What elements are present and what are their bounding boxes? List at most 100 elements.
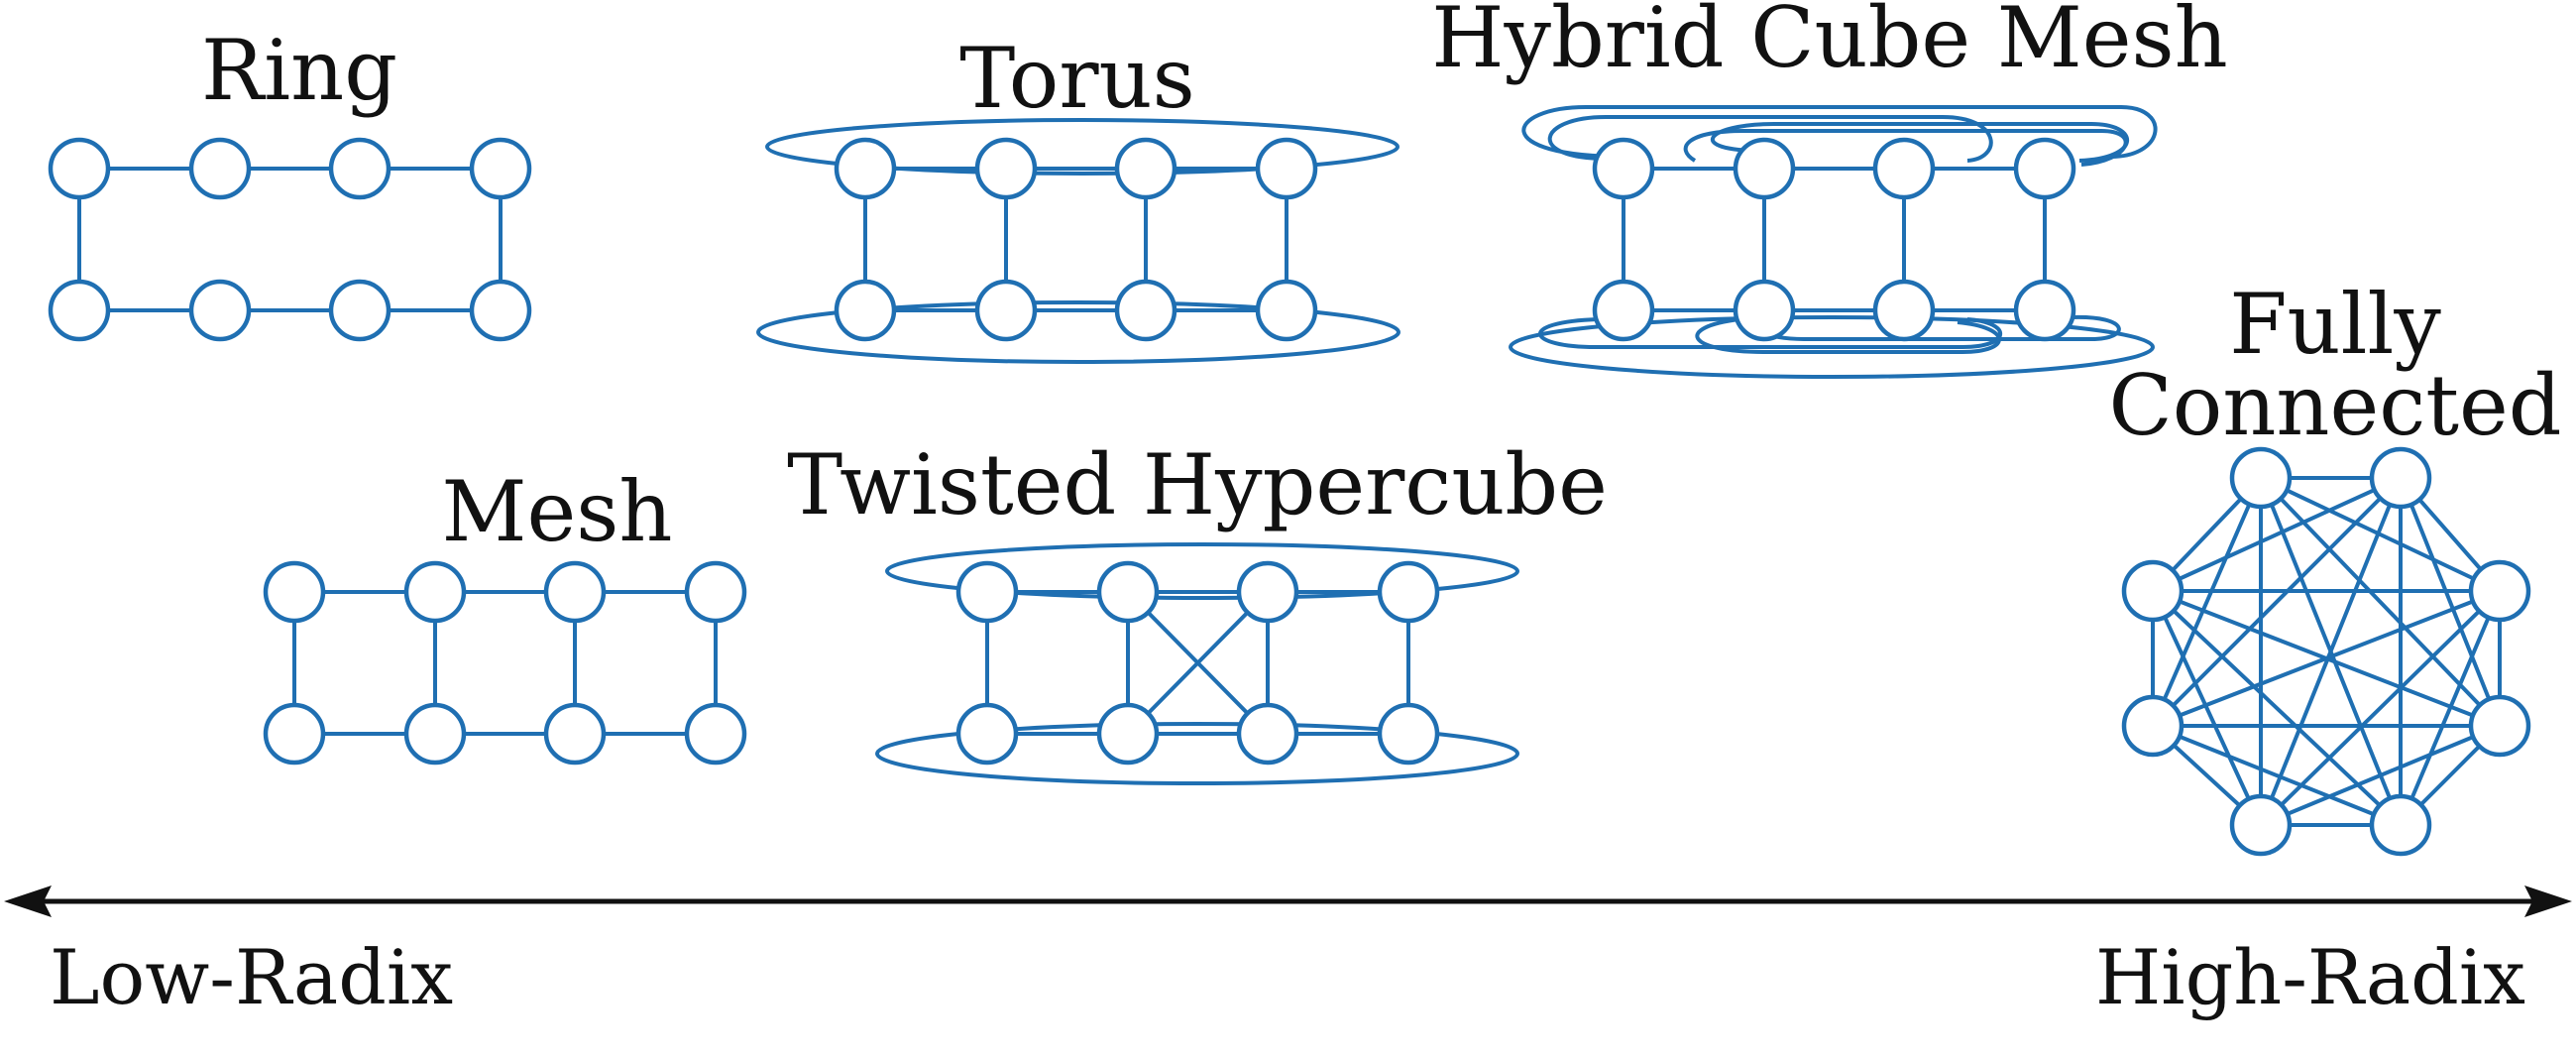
mesh-node — [543, 702, 607, 766]
axis-arrow-right — [2524, 885, 2572, 917]
hybrid-loop-top-a — [1547, 115, 1993, 163]
mesh-node — [403, 560, 467, 624]
torus-node — [1255, 137, 1318, 200]
fully-connected-edge — [2151, 477, 2263, 727]
mesh-nodes — [263, 560, 747, 766]
ring-node — [48, 137, 111, 200]
ring-node — [469, 279, 532, 342]
mesh-node — [403, 702, 467, 766]
fully-connected-topology: Fully Connected — [2108, 276, 2562, 857]
fully-connected-edge — [2152, 724, 2402, 827]
twisted-node — [1096, 702, 1160, 766]
axis-label-high: High-Radix — [2095, 933, 2525, 1021]
torus-node — [1255, 279, 1318, 342]
ring-node — [188, 279, 252, 342]
torus-loops — [756, 118, 1400, 364]
mesh-edges — [292, 590, 718, 736]
torus-topology: Torus — [756, 30, 1400, 364]
mesh-topology: Mesh — [263, 463, 747, 766]
mesh-node — [684, 560, 747, 624]
ring-node — [48, 279, 111, 342]
twisted-node — [955, 702, 1019, 766]
fully-connected-node — [2468, 694, 2531, 758]
fully-connected-node — [2121, 694, 2184, 758]
fully-connected-edge — [2152, 589, 2501, 728]
torus-loop-top — [765, 118, 1400, 176]
fully-connected-edge — [2151, 590, 2263, 826]
mesh-node — [263, 560, 326, 624]
hybrid-label: Hybrid Cube Mesh — [1431, 0, 2227, 86]
hybrid-node — [2013, 279, 2076, 342]
mesh-node — [684, 702, 747, 766]
hybrid-node — [1872, 279, 1936, 342]
fully-connected-node — [2229, 793, 2293, 857]
torus-label: Torus — [959, 30, 1194, 127]
hybrid-node — [2013, 137, 2076, 200]
hybrid-node — [1592, 279, 1655, 342]
torus-node — [834, 137, 897, 200]
twisted-edges — [985, 590, 1410, 736]
ring-label: Ring — [201, 22, 397, 119]
hybrid-edges — [1622, 167, 2047, 312]
hybrid-loop-top-outer — [1521, 105, 2158, 159]
torus-edges — [863, 167, 1288, 312]
ring-node — [328, 137, 392, 200]
fully-connected-node — [2369, 793, 2432, 857]
twisted-loops — [875, 542, 1519, 785]
fully-connected-edge — [2152, 476, 2402, 593]
mesh-label: Mesh — [442, 463, 673, 560]
ring-topology: Ring — [48, 22, 532, 342]
twisted-loop-top — [885, 542, 1519, 600]
torus-node — [974, 279, 1038, 342]
ring-nodes — [48, 137, 532, 342]
fully-connected-node — [2369, 446, 2432, 510]
twisted-node — [1377, 702, 1440, 766]
twisted-nodes — [955, 560, 1440, 766]
twisted-hypercube-topology: Twisted Hypercube — [787, 436, 1608, 785]
torus-loop-bottom — [756, 300, 1400, 364]
hybrid-loop-top-c — [1683, 129, 2128, 167]
twisted-node — [1236, 560, 1299, 624]
hybrid-node — [1592, 137, 1655, 200]
twisted-loop-bottom — [875, 722, 1519, 785]
twisted-label: Twisted Hypercube — [787, 436, 1608, 533]
torus-node — [1114, 137, 1177, 200]
hybrid-node — [1872, 137, 1936, 200]
hybrid-node — [1733, 137, 1796, 200]
fully-connected-edge — [2260, 476, 2501, 593]
fully-connected-edge — [2399, 477, 2502, 727]
ring-node — [188, 137, 252, 200]
fully-connected-edge — [2151, 589, 2403, 827]
fully-connected-edge — [2260, 724, 2501, 827]
hybrid-node — [1733, 279, 1796, 342]
axis-arrow-left — [4, 885, 52, 917]
ring-edges — [77, 167, 503, 312]
torus-node — [1114, 279, 1177, 342]
torus-node — [834, 279, 897, 342]
torus-node — [974, 137, 1038, 200]
fully-label-line1: Fully — [2229, 276, 2441, 373]
twisted-node — [1377, 560, 1440, 624]
ring-node — [328, 279, 392, 342]
twisted-node — [1096, 560, 1160, 624]
fully-connected-edges — [2151, 476, 2502, 827]
fully-connected-edge — [2259, 589, 2502, 827]
axis-label-low: Low-Radix — [50, 933, 453, 1021]
fully-connected-node — [2121, 559, 2184, 623]
hybrid-loop-bottom-b — [1695, 317, 2001, 354]
twisted-node — [955, 560, 1019, 624]
radix-axis: Low-Radix High-Radix — [4, 885, 2572, 1021]
hybrid-cube-mesh-topology: Hybrid Cube Mesh — [1431, 0, 2228, 379]
hybrid-loop-bottom-a — [1538, 317, 2002, 349]
fully-connected-edge — [2259, 477, 2403, 826]
fully-connected-edge — [2259, 476, 2502, 728]
mesh-node — [543, 560, 607, 624]
twisted-cross-edge — [1126, 590, 1270, 736]
fully-connected-node — [2468, 559, 2531, 623]
hybrid-nodes — [1592, 137, 2076, 342]
twisted-node — [1236, 702, 1299, 766]
fully-connected-node — [2229, 446, 2293, 510]
torus-nodes — [834, 137, 1318, 342]
hybrid-loop-bottom-outer — [1509, 315, 2155, 379]
